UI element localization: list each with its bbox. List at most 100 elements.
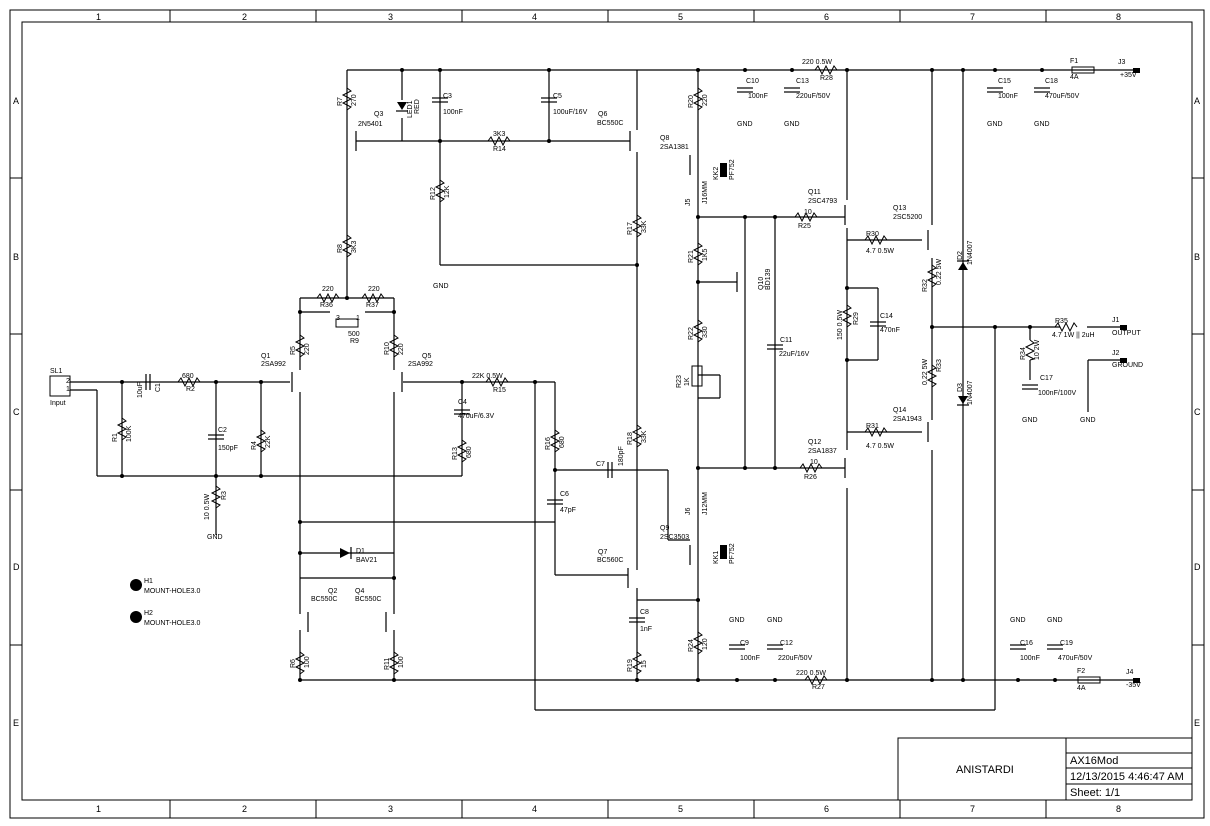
resistor-value: 22K 0.5W — [472, 373, 503, 380]
j1-ref: J1 — [1112, 317, 1120, 324]
resistor-ref: R11 — [384, 658, 391, 670]
gnd-label: GND — [207, 534, 223, 541]
capacitor-ref: C12 — [780, 640, 793, 647]
capacitor-ref: C15 — [998, 78, 1011, 85]
capacitor-ref: C2 — [218, 427, 227, 434]
h1-ref: H1 — [144, 578, 153, 585]
capacitor-value: 100uF/16V — [553, 109, 588, 116]
resistor-ref: R32 — [922, 279, 929, 292]
col-label: 7 — [970, 804, 975, 814]
col-label: 7 — [970, 12, 975, 22]
col-label: 3 — [388, 12, 393, 22]
resistor-value: 0.22 5W — [936, 259, 943, 285]
connector-labels: SL1 Input J3 +35V J4 -35V J1 OUTPUT J2 G… — [50, 58, 1143, 692]
transistor-value: BD139 — [765, 268, 772, 290]
row-label: D — [1194, 562, 1201, 572]
resistor-value: 0.22 5W — [922, 359, 929, 385]
diode-ref: D2 — [957, 251, 964, 260]
capacitor-symbols — [145, 87, 1063, 650]
resistor-ref: R15 — [493, 387, 506, 394]
diode-ref: D1 — [356, 548, 365, 555]
resistor-ref: R28 — [820, 75, 833, 82]
transistor-value: 2SC5200 — [893, 214, 922, 221]
transistor-ref: Q12 — [808, 439, 821, 446]
gnd-label: GND — [729, 617, 745, 624]
drawing-frame — [9, 9, 1205, 819]
transistor-ref: Q4 — [355, 588, 364, 595]
row-label: E — [13, 718, 19, 728]
capacitor-value: 100nF/100V — [1038, 390, 1076, 397]
capacitor-value: 470uF/50V — [1045, 93, 1080, 100]
resistor-ref: R7 — [337, 97, 344, 106]
gnd-label: GND — [737, 121, 753, 128]
transistor-value: 2SC3503 — [660, 534, 689, 541]
j4-ref: J4 — [1126, 669, 1134, 676]
capacitor-value: 100nF — [443, 109, 463, 116]
capacitor-ref: C8 — [640, 609, 649, 616]
transistor-ref: Q11 — [808, 189, 821, 196]
connector-symbols — [49, 68, 1140, 683]
transistor-ref: Q9 — [660, 525, 669, 532]
capacitor-value: 470uF/6.3V — [458, 413, 495, 420]
col-label: 2 — [242, 804, 247, 814]
transistor-value: 2SC4793 — [808, 198, 837, 205]
resistor-ref: R16 — [545, 437, 552, 450]
resistor-ref: R20 — [688, 95, 695, 108]
capacitor-value: 100nF — [998, 93, 1018, 100]
capacitor-ref: C11 — [780, 337, 792, 344]
col-label: 4 — [532, 804, 537, 814]
pin-number: 3 — [336, 315, 340, 322]
resistor-value: 4.7 0.5W — [866, 443, 894, 450]
resistor-labels: R1 100K R2 680 R3 10 0.5W R4 22K R5 220 … — [112, 59, 1095, 691]
capacitor-value: 47pF — [560, 507, 576, 514]
gnd-label: GND — [767, 617, 783, 624]
col-label: 8 — [1116, 804, 1121, 814]
transistor-ref: Q6 — [598, 111, 607, 118]
capacitor-ref: C5 — [553, 93, 562, 100]
capacitor-value: 100nF — [748, 93, 768, 100]
resistor-ref: R23 — [676, 375, 683, 388]
j1-label: OUTPUT — [1112, 330, 1142, 337]
resistor-ref: R2 — [186, 386, 195, 393]
resistor-value: 10 2W — [1034, 339, 1041, 360]
resistor-ref: R21 — [688, 250, 695, 263]
diode-ref: D3 — [957, 383, 964, 392]
j3-ref: J3 — [1118, 59, 1126, 66]
row-label: E — [1194, 718, 1200, 728]
resistor-ref: R29 — [853, 312, 860, 325]
row-label: B — [1194, 252, 1200, 262]
fuse-ref: F1 — [1070, 58, 1078, 65]
transistor-value: 2SA1837 — [808, 448, 837, 455]
row-label: C — [13, 407, 20, 417]
capacitor-value: 100nF — [740, 655, 760, 662]
row-label: A — [13, 96, 19, 106]
transistor-ref: Q14 — [893, 407, 906, 414]
resistor-ref: R3 — [221, 491, 228, 500]
diode-value: 1N4007 — [967, 240, 974, 265]
resistor-value: 100K — [126, 425, 133, 442]
fuse-symbols — [1071, 66, 1101, 684]
transistor-value: 2N5401 — [358, 121, 383, 128]
capacitor-value: 150pF — [218, 445, 238, 452]
resistor-ref: R13 — [452, 447, 459, 460]
resistor-ref: R17 — [627, 222, 634, 235]
resistor-value: 680 — [182, 373, 194, 380]
fuse-value: 4A — [1077, 685, 1086, 692]
project-name: AX16Mod — [1070, 755, 1118, 767]
gnd-label: GND — [1034, 121, 1050, 128]
resistor-value: 680 — [559, 436, 566, 448]
h1-name: MOUNT-HOLE3.0 — [144, 588, 201, 595]
gnd-label: GND — [1080, 417, 1096, 424]
j2-ref: J2 — [1112, 350, 1120, 357]
capacitor-ref: C18 — [1045, 78, 1058, 85]
resistor-value: 33K — [641, 430, 648, 443]
resistor-value: 12K — [444, 185, 451, 198]
resistor-value: 220 — [398, 343, 405, 355]
resistor-value: 10 — [804, 209, 812, 216]
resistor-value: 220 — [304, 343, 311, 355]
resistor-ref: R10 — [384, 342, 391, 355]
transistor-ref: Q7 — [598, 549, 607, 556]
fuse-value: 4A — [1070, 74, 1079, 81]
transistor-value: 2SA992 — [408, 361, 433, 368]
